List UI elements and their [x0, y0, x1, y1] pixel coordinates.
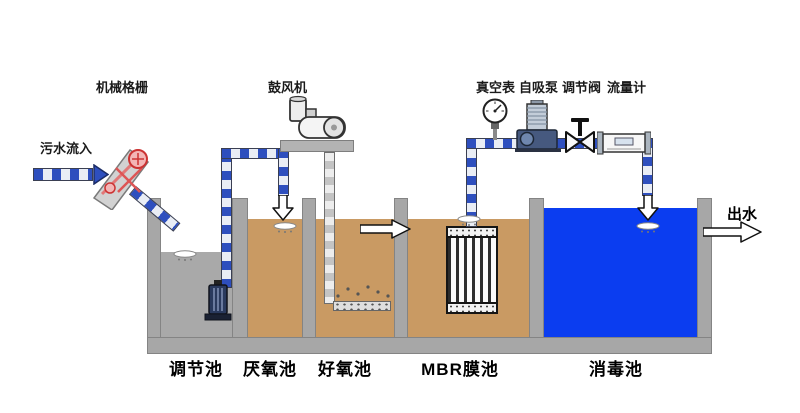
air-pipe-vertical [324, 152, 335, 304]
label-outflow: 出水 [727, 206, 758, 223]
ripple-anaerobic-icon [272, 222, 298, 234]
label-tank-disinfection: 消毒池 [589, 360, 643, 379]
label-flow-meter: 流量计 [607, 80, 647, 95]
wall-outer-left [147, 198, 161, 338]
label-tank-aerobic: 好氧池 [318, 360, 372, 379]
membrane-bottom-header [448, 302, 496, 312]
label-self-priming-pump: 自吸泵 [519, 80, 559, 95]
flow-arrow-right [360, 219, 412, 239]
basin-floor [147, 337, 712, 354]
label-tank-anaerobic: 厌氧池 [243, 360, 297, 379]
arrow-down-disinfection [637, 195, 659, 221]
blower-icon [287, 93, 349, 141]
arrow-down-anaerobic [272, 195, 294, 221]
regulating-valve-icon [565, 116, 595, 154]
ripple-disinfection-icon [635, 222, 661, 234]
label-inflow: 污水流入 [40, 141, 93, 156]
ripple-mbr-icon [456, 215, 482, 227]
blower-platform [280, 140, 354, 152]
wall-mbr-disinfection [529, 198, 544, 338]
water-anaerobic-tank [248, 219, 302, 338]
transfer-pipe-drop [278, 148, 289, 196]
label-mechanical-screen: 机械格栅 [96, 80, 149, 95]
pump-riser-pipe [221, 152, 232, 288]
water-disinfection-tank [544, 208, 697, 338]
air-diffuser [333, 301, 391, 311]
vacuum-gauge-icon [481, 98, 509, 140]
outflow-arrow [703, 221, 763, 243]
inflow-arrowhead-icon [93, 164, 109, 185]
ripple-equalization-icon [172, 250, 198, 262]
membrane-top-header [448, 228, 496, 238]
mechanical-screen-icon [92, 138, 164, 210]
inflow-pipe [33, 168, 93, 181]
label-blower: 鼓风机 [268, 80, 308, 95]
submersible-pump-icon [204, 280, 232, 322]
wall-outer-right [697, 198, 712, 338]
wall-anaerobic-aerobic [302, 198, 316, 338]
air-bubbles-icon [330, 281, 394, 301]
label-regulating-valve: 调节阀 [562, 80, 602, 95]
label-tank-mbr: MBR膜池 [421, 360, 499, 379]
label-vacuum-gauge: 真空表 [476, 80, 516, 95]
mbr-membrane-module [446, 226, 498, 314]
suction-riser-pipe [466, 139, 477, 227]
label-tank-equalization: 调节池 [169, 360, 223, 379]
flow-meter-icon [597, 130, 651, 156]
wall-equalization-anaerobic [232, 198, 248, 338]
self-priming-pump-icon [515, 100, 561, 152]
